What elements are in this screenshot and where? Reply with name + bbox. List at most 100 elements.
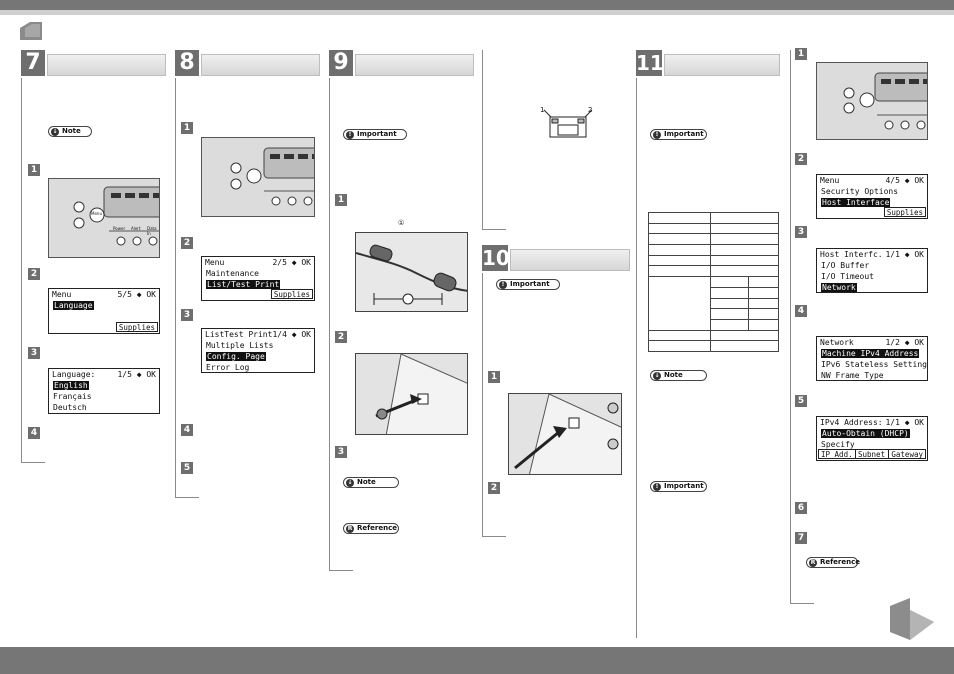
lcd-ok: OK [914, 250, 924, 259]
important-label: !Important [650, 129, 707, 140]
lcd-item-specify[interactable]: Specify [821, 440, 855, 449]
lcd-page: 1/1 [885, 418, 900, 427]
step-number: 10 [482, 245, 510, 271]
reference-icon: R [346, 525, 354, 533]
table-row [648, 212, 779, 224]
substep-7: 7 [795, 532, 807, 544]
lcd-item-francais[interactable]: Français [53, 392, 92, 401]
menu-key-label: Menu [91, 211, 102, 216]
lcd-title: Network [820, 338, 854, 347]
substep-6: 6 [795, 502, 807, 514]
lcd-ok: OK [914, 338, 924, 347]
connector-label-1: 1 [540, 106, 545, 114]
settings-table [648, 212, 779, 352]
connector-column-rule-end [482, 229, 506, 230]
previous-page-arrow-icon[interactable] [18, 20, 44, 42]
table-row [649, 286, 779, 299]
step-10-rule [482, 273, 483, 537]
lcd-item-network[interactable]: Network [821, 283, 857, 292]
table-row [648, 265, 779, 278]
step-8-rule-end [175, 497, 199, 498]
panel-key-3: Data In [147, 226, 157, 236]
lcd-item-machine-ipv4-address[interactable]: Machine IPv4 Address [821, 349, 920, 358]
control-panel-illustration [201, 137, 315, 217]
ferrite-core-cable-illustration [355, 232, 468, 312]
step-7-rule [21, 78, 22, 463]
step-10-rule-end [482, 536, 506, 537]
substep-2: 2 [181, 237, 193, 249]
important-label: !Important [650, 481, 707, 492]
table-row [648, 329, 779, 342]
next-page-arrow-icon[interactable] [888, 596, 936, 642]
lcd-item-nw-frame-type[interactable]: NW Frame Type [821, 371, 884, 380]
table-row [648, 340, 779, 352]
lcd-item-multiple-lists[interactable]: Multiple Lists [206, 341, 274, 350]
lcd-item-ipv6-stateless-setting[interactable]: IPv6 Stateless Setting [821, 360, 927, 369]
lcd-item-host-interface[interactable]: Host Interface [821, 198, 891, 207]
table-row [649, 297, 779, 310]
lcd-title: Menu [52, 290, 72, 299]
substep-3: 3 [181, 309, 193, 321]
connection-drawing [509, 394, 621, 474]
substep-1: 1 [488, 371, 500, 383]
table-row [648, 244, 779, 256]
lcd-language: Language:1/5 ◆ OK English Français Deuts… [48, 368, 160, 414]
step-7-rule-end [21, 462, 45, 463]
step-9-heading: 9 [329, 50, 474, 76]
lcd-item-error-log[interactable]: Error Log [206, 363, 250, 372]
softkey-gateway[interactable]: Gateway [888, 449, 926, 459]
lcd-item-auto-obtain-dhcp[interactable]: Auto-Obtain (DHCP) [821, 429, 910, 438]
substep-3: 3 [795, 226, 807, 238]
substep-1: 1 [181, 122, 193, 134]
substep-4: 4 [28, 427, 40, 439]
softkey-ip-address[interactable]: IP Add. [818, 449, 856, 459]
substep-1: 1 [795, 48, 807, 60]
cable-drawing [356, 244, 467, 305]
lcd-item-io-buffer[interactable]: I/O Buffer [821, 261, 870, 270]
substep-1: 1 [335, 194, 347, 206]
important-label: !Important [496, 279, 560, 290]
top-band-light [0, 10, 954, 15]
important-icon: ! [653, 483, 661, 491]
substep-4: 4 [181, 424, 193, 436]
cable-callout-label: ① [398, 219, 405, 227]
connector-column-rule [482, 50, 483, 230]
important-icon: ! [499, 281, 507, 289]
substep-2: 2 [335, 331, 347, 343]
lcd-ok: OK [914, 176, 924, 185]
bottom-band [0, 647, 954, 674]
step-11-rule [636, 78, 637, 638]
softkey-supplies[interactable]: Supplies [883, 207, 926, 217]
lcd-page: 1/5 [117, 370, 132, 379]
step-9-rule-end [329, 570, 353, 571]
lcd-item-security-options[interactable]: Security Options [821, 187, 899, 196]
lcd-ipv4-address: IPv4 Address:1/1 ◆ OK Auto-Obtain (DHCP)… [816, 416, 928, 461]
lcd-ok: OK [301, 330, 311, 339]
note-label: ↓Note [650, 370, 707, 381]
step-8-heading: 8 [175, 50, 320, 76]
lcd-item-maintenance[interactable]: Maintenance [206, 269, 259, 278]
lcd-item-english[interactable]: English [53, 381, 89, 390]
lcd-title: ListTest Print [205, 330, 273, 339]
lcd-item-config-page[interactable]: Config. Page [206, 352, 266, 361]
connection-drawing [356, 354, 467, 434]
step-title-bar [201, 54, 320, 76]
lcd-title: Menu [205, 258, 225, 267]
softkey-supplies[interactable]: Supplies [115, 322, 158, 332]
lcd-item-list-test-print[interactable]: List/Test Print [206, 280, 281, 289]
step-8-rule [175, 78, 176, 498]
lcd-menu-item-language[interactable]: Language [53, 301, 94, 310]
cable-connection-illustration [508, 393, 622, 475]
lcd-item-io-timeout[interactable]: I/O Timeout [821, 272, 874, 281]
softkey-supplies[interactable]: Supplies [270, 289, 313, 299]
lcd-ok: OK [146, 290, 156, 299]
table-row [648, 254, 779, 267]
lcd-item-deutsch[interactable]: Deutsch [53, 403, 87, 412]
step-9-rule [329, 78, 330, 571]
table-row [649, 318, 779, 331]
